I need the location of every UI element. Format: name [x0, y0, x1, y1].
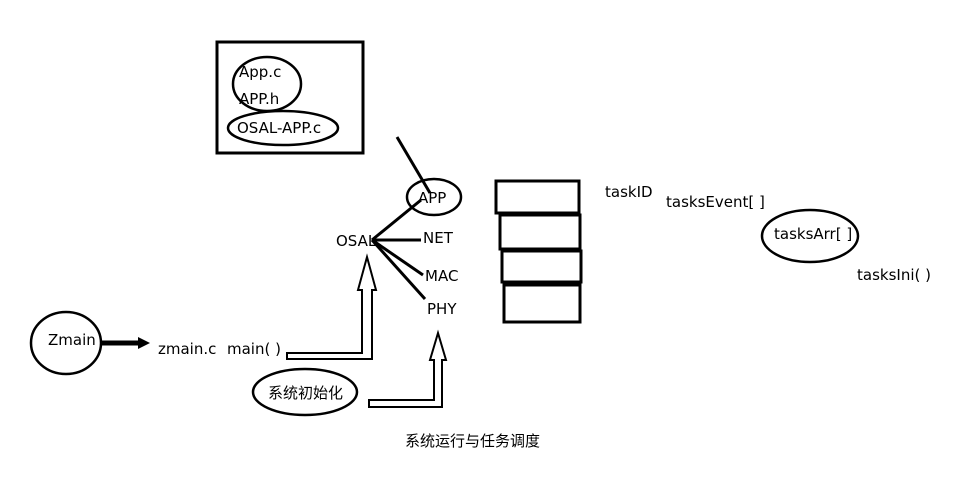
- zmain-file-label: zmain.c: [158, 340, 216, 358]
- task-box-3: [500, 249, 583, 284]
- diagram-caption: 系统运行与任务调度: [405, 432, 540, 450]
- branch-to-mac: [371, 238, 424, 277]
- task-labels: taskID tasksEvent[ ] tasksArr[ ] tasksIn…: [605, 183, 931, 284]
- net-layer-label: NET: [423, 229, 454, 247]
- file-box: App.c APP.h OSAL-APP.c: [215, 40, 365, 155]
- connector-line: [395, 136, 432, 194]
- tasks-event-label: tasksEvent[ ]: [666, 193, 765, 211]
- system-init-circle: [251, 367, 359, 417]
- branch-to-app: [371, 198, 422, 242]
- phy-layer-label: PHY: [427, 300, 457, 318]
- file-app-h: APP.h: [239, 90, 279, 108]
- osal-root-label: OSAL: [336, 232, 377, 250]
- main-to-osal-path: [286, 253, 378, 360]
- init-to-phy-path: [368, 329, 448, 408]
- tasks-arr-label: tasksArr[ ]: [774, 225, 852, 243]
- file-osal-app-circle: [226, 109, 340, 147]
- file-box-frame: [215, 40, 365, 155]
- task-box-1: [494, 179, 581, 215]
- system-init-label: 系统初始化: [268, 384, 343, 402]
- task-box-2: [498, 213, 582, 251]
- branch-to-phy: [370, 238, 427, 301]
- app-layer-label: APP: [418, 189, 446, 207]
- zmain-entry: Zmain zmain.c main( ): [29, 310, 281, 376]
- task-box-4: [502, 283, 582, 324]
- task-id-label: taskID: [605, 183, 653, 201]
- zmain-arrow-head: [138, 337, 150, 349]
- tasks-arr-circle: [760, 208, 860, 264]
- main-to-osal-arrow: [286, 253, 378, 360]
- zmain-label: Zmain: [48, 331, 96, 349]
- main-function-label: main( ): [227, 340, 281, 358]
- osal-branch: APP OSAL NET MAC PHY: [336, 177, 463, 318]
- tasks-init-label: tasksIni( ): [857, 266, 931, 284]
- file-osal-app-c: OSAL-APP.c: [237, 119, 321, 137]
- init-to-phy-arrow: [368, 329, 448, 408]
- mac-layer-label: MAC: [425, 267, 458, 285]
- task-stack: [494, 179, 583, 324]
- system-init: 系统初始化: [251, 367, 359, 417]
- file-app-c: App.c: [239, 63, 281, 81]
- app-layer-circle: [405, 177, 463, 217]
